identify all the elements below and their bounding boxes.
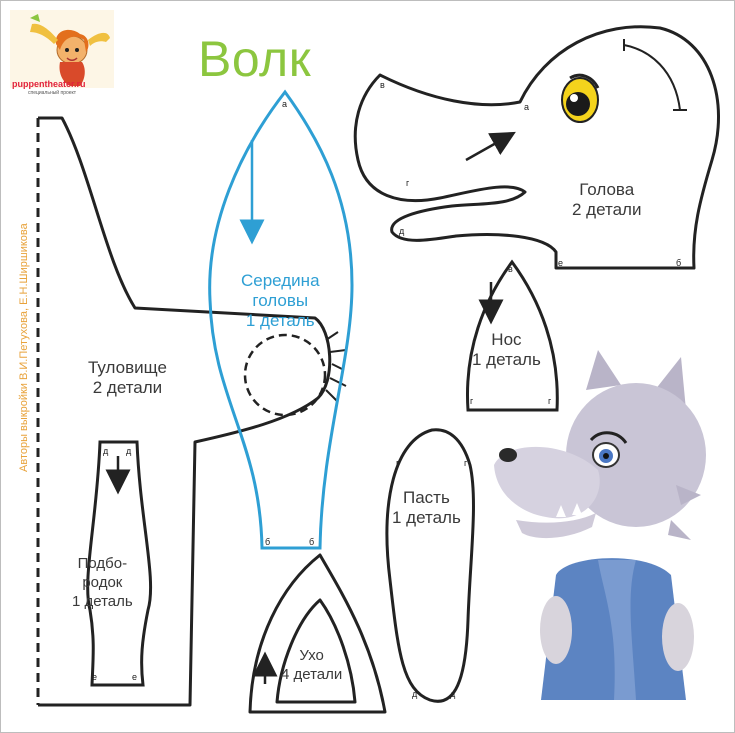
nose-name: Нос [491, 330, 522, 349]
wolf-puppet-icon [494, 350, 706, 700]
mouth-label: Пасть 1 деталь [392, 488, 461, 528]
puppet-logo-icon [10, 10, 114, 88]
ear-label: Ухо 4 детали [281, 646, 342, 684]
ear-name: Ухо [299, 647, 324, 664]
mark-d-mouth-left: д [412, 689, 418, 699]
head-pattern [353, 25, 720, 270]
mark-d-mouth-right: д [450, 689, 456, 699]
head-ear-mark [623, 39, 687, 111]
mark-g-nose-right: г [548, 396, 552, 406]
wolf-puppet-photo [486, 345, 731, 705]
head-label: Голова 2 детали [572, 180, 641, 220]
mark-e-chin-right: е [132, 672, 138, 682]
mark-d-head: д [399, 226, 405, 236]
body-label: Туловище 2 детали [88, 358, 167, 398]
middle-head-pattern [208, 89, 354, 550]
mark-g-nose-left: г [470, 396, 474, 406]
mark-e-chin-left: е [92, 672, 98, 682]
mark-v-head: в [380, 80, 385, 90]
page-title: Волк [198, 31, 312, 87]
mark-b-middle-left: б [265, 537, 271, 547]
mark-v-nose: в [508, 264, 513, 274]
chin-name-1: Подбо- [77, 555, 128, 572]
mark-d-chin-right: д [126, 446, 132, 456]
mark-d-chin-left: д [103, 446, 109, 456]
body-count: 2 детали [92, 378, 163, 397]
head-name: Голова [579, 180, 635, 199]
logo-tagline: специальный проект [28, 90, 77, 96]
middle-head-count: 1 деталь [245, 311, 315, 330]
ear-pattern-inner [275, 598, 357, 704]
mouth-count: 1 деталь [392, 508, 461, 527]
middle-head-name-2: головы [252, 291, 309, 310]
chin-pattern [86, 440, 153, 687]
middle-head-name-1: Середина [241, 271, 320, 290]
head-count: 2 детали [572, 200, 642, 219]
mark-g-mouth-left: г [396, 458, 400, 468]
body-pattern [38, 116, 332, 707]
mark-g-head: г [406, 178, 410, 188]
middle-head-label: Середина головы 1 деталь [241, 271, 320, 331]
eye-placement-circle [243, 333, 327, 417]
body-name: Туловище [88, 358, 167, 377]
logo-site-name: puppentheater.ru [12, 79, 86, 89]
chin-name-2: родок [82, 574, 123, 591]
ear-count: 4 детали [281, 666, 343, 683]
body-fur-ticks [325, 331, 347, 403]
mark-a-head: а [524, 102, 530, 112]
mark-e-head: е [558, 258, 564, 268]
puppentheater-logo [10, 10, 114, 102]
authors-credit: Авторы выкройки В.И.Петухова, Е.Н.Ширшик… [18, 223, 30, 472]
mouth-pattern [385, 428, 475, 703]
mark-b-middle-right: б [309, 537, 315, 547]
chin-count: 1 деталь [72, 593, 133, 610]
mark-a-middle: а [282, 99, 288, 109]
chin-label: Подбо- родок 1 деталь [72, 554, 133, 611]
mark-g-mouth-right: г [464, 458, 468, 468]
ear-pattern-outer [248, 553, 387, 714]
eye-icon [561, 73, 600, 123]
nose-count: 1 деталь [472, 350, 541, 369]
nose-label: Нос 1 деталь [472, 330, 541, 370]
mouth-name: Пасть [403, 488, 450, 507]
head-arrow [465, 131, 516, 162]
mark-b-head: б [676, 258, 682, 268]
